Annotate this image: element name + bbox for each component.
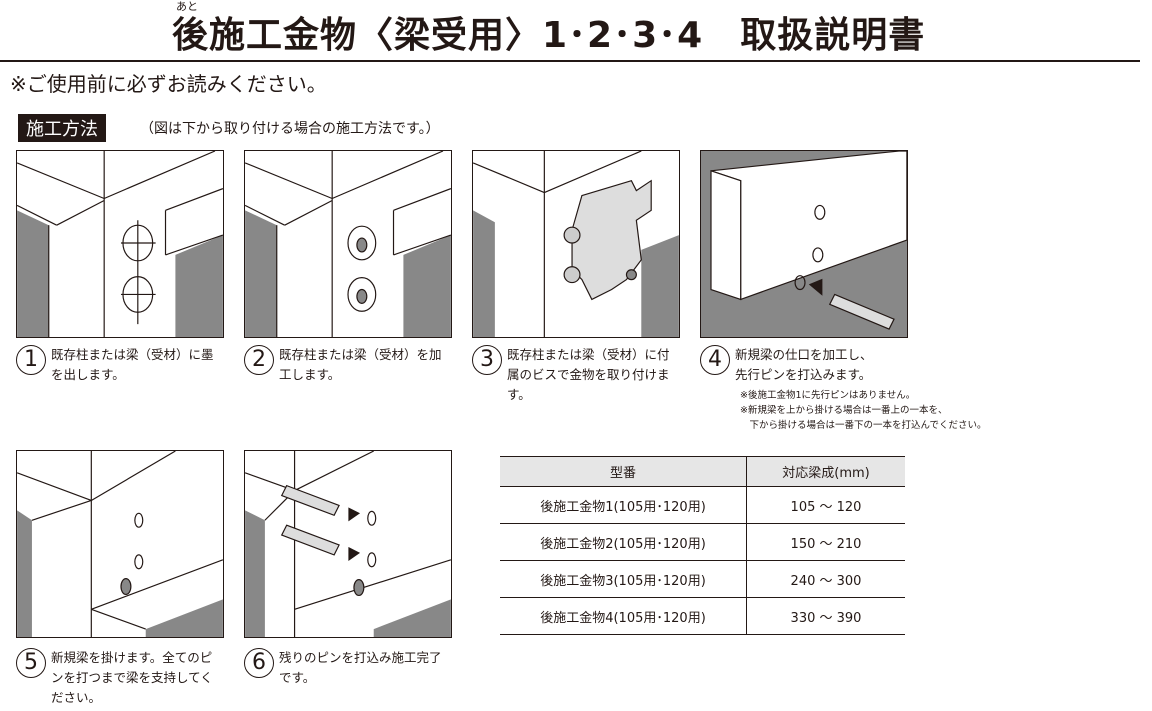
- page-title: 後施工金物〈梁受用〉1･2･3･4 取扱説明書: [172, 15, 926, 56]
- step-text: 既存柱または梁（受材）を加工します。: [279, 347, 442, 382]
- title-ruby: あと: [176, 0, 198, 13]
- step-text: 新規梁の仕口を加工し、先行ピンを打込みます。: [735, 347, 873, 382]
- step-1-illustration: [16, 150, 224, 338]
- model-cell: 後施工金物1(105用･120用): [500, 486, 747, 524]
- step-text: 新規梁を掛けます。全てのピンを打つまで梁を支持してください。: [51, 650, 213, 705]
- model-cell: 後施工金物2(105用･120用): [500, 523, 747, 561]
- table-row: 後施工金物3(105用･120用)240 ～ 300: [500, 560, 905, 598]
- step-number: 1: [16, 345, 46, 375]
- step-5-illustration: [16, 450, 224, 638]
- note-line: 下から掛ける場合は一番下の一本を打込んでください。: [740, 420, 987, 431]
- section-note: （図は下から取り付ける場合の施工方法です。）: [140, 121, 440, 137]
- step-number: 5: [16, 648, 46, 678]
- range-cell: 330 ～ 390: [746, 597, 905, 635]
- header-beam-depth: 対応梁成(mm): [746, 456, 905, 487]
- table-row: 後施工金物2(105用･120用)150 ～ 210: [500, 523, 905, 561]
- table-header-row: 型番対応梁成(mm): [500, 456, 905, 487]
- note-line: ※新規梁を上から掛ける場合は一番上の一本を、: [740, 405, 948, 416]
- step-4-notes: ※後施工金物1に先行ピンはありません。 ※新規梁を上から掛ける場合は一番上の一本…: [740, 388, 987, 433]
- step-6-illustration: [244, 450, 452, 638]
- read-before-use-note: ※ご使用前に必ずお読みください。: [10, 72, 327, 96]
- table-row: 後施工金物4(105用･120用)330 ～ 390: [500, 597, 905, 635]
- divider: [0, 60, 1140, 62]
- model-cell: 後施工金物4(105用･120用): [500, 597, 747, 635]
- header-model: 型番: [500, 456, 747, 487]
- step-text: 既存柱または梁（受材）に墨を出します。: [51, 347, 214, 382]
- range-cell: 150 ～ 210: [746, 523, 905, 561]
- step-text: 既存柱または梁（受材）に付属のビスで金物を取り付けます。: [507, 347, 670, 402]
- table-row: 後施工金物1(105用･120用)105 ～ 120: [500, 486, 905, 524]
- step-2-illustration: [244, 150, 452, 338]
- step-4-illustration: [700, 150, 908, 338]
- note-line: ※後施工金物1に先行ピンはありません。: [740, 390, 916, 401]
- step-number: 3: [472, 345, 502, 375]
- step-3-illustration: [472, 150, 680, 338]
- step-text: 残りのピンを打込み施工完了です。: [279, 650, 442, 685]
- model-size-table: 型番対応梁成(mm) 後施工金物1(105用･120用)105 ～ 120 後施…: [500, 456, 905, 635]
- step-number: 4: [700, 345, 730, 375]
- step-number: 6: [244, 648, 274, 678]
- model-cell: 後施工金物3(105用･120用): [500, 560, 747, 598]
- section-label: 施工方法: [18, 114, 106, 142]
- range-cell: 240 ～ 300: [746, 560, 905, 598]
- range-cell: 105 ～ 120: [746, 486, 905, 524]
- step-number: 2: [244, 345, 274, 375]
